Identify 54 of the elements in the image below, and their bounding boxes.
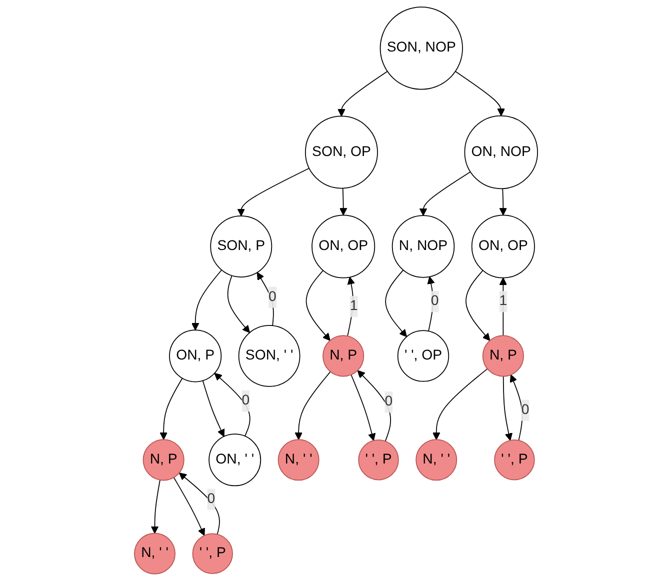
node-circle: ON, ' ' [208,434,262,486]
arrow [499,188,508,216]
node-circle: N, ' ' [416,439,458,481]
arrow [357,370,392,442]
arrow [454,70,505,116]
node-circle: ON, OP [471,214,535,278]
node-circle: ' ', OP [397,330,450,382]
arrow [214,372,250,437]
node-circle: ON, NOP [464,115,538,190]
edge-label: 0 [430,294,439,309]
arrow [191,270,222,330]
node-circle: N, ' ' [278,439,320,481]
node-circle: N, NOP [392,215,455,278]
arrow [510,374,523,441]
edge-label: 1 [350,298,358,314]
arrow [432,368,488,440]
edge-label: 0 [384,394,393,410]
arrow [202,380,225,437]
edge-label: 0 [242,393,250,408]
arrow [466,270,490,341]
node-circle: ' ', P [358,440,399,480]
node-circle: ' ', P [494,440,535,480]
arrow [237,168,310,216]
arrow [227,275,250,333]
arrow [173,477,205,536]
node-circle: ON, OP [312,214,376,278]
node-circle: ' ', P [192,533,233,574]
arrow [178,472,220,535]
arrow [306,270,330,341]
arrow [160,378,183,440]
edge-label: 1 [499,294,508,309]
arrow [350,374,376,441]
arrow [499,277,508,336]
edge-label: 0 [268,289,276,304]
arrow [338,70,388,117]
node-circle: N, P [322,335,364,377]
node-circle: SON, NOP [380,6,463,90]
node-circle: N, ' ' [134,532,176,574]
node-circle: ON, P [169,330,222,382]
arrow [339,188,348,216]
arrow [427,276,435,332]
edge-label: 0 [207,491,216,506]
node-circle: SON, OP [304,116,378,189]
node-circle: SON, P [210,215,272,278]
arrow [294,371,331,440]
arrow [347,276,355,336]
node-circle: SON, ' ' [238,325,300,387]
node-circle: N, P [482,335,524,377]
arrow [385,270,408,338]
edge-label: 0 [521,402,530,418]
arrow [419,171,471,216]
arrow [502,376,513,441]
node-circle: N, P [142,439,184,481]
arrow [150,480,160,534]
